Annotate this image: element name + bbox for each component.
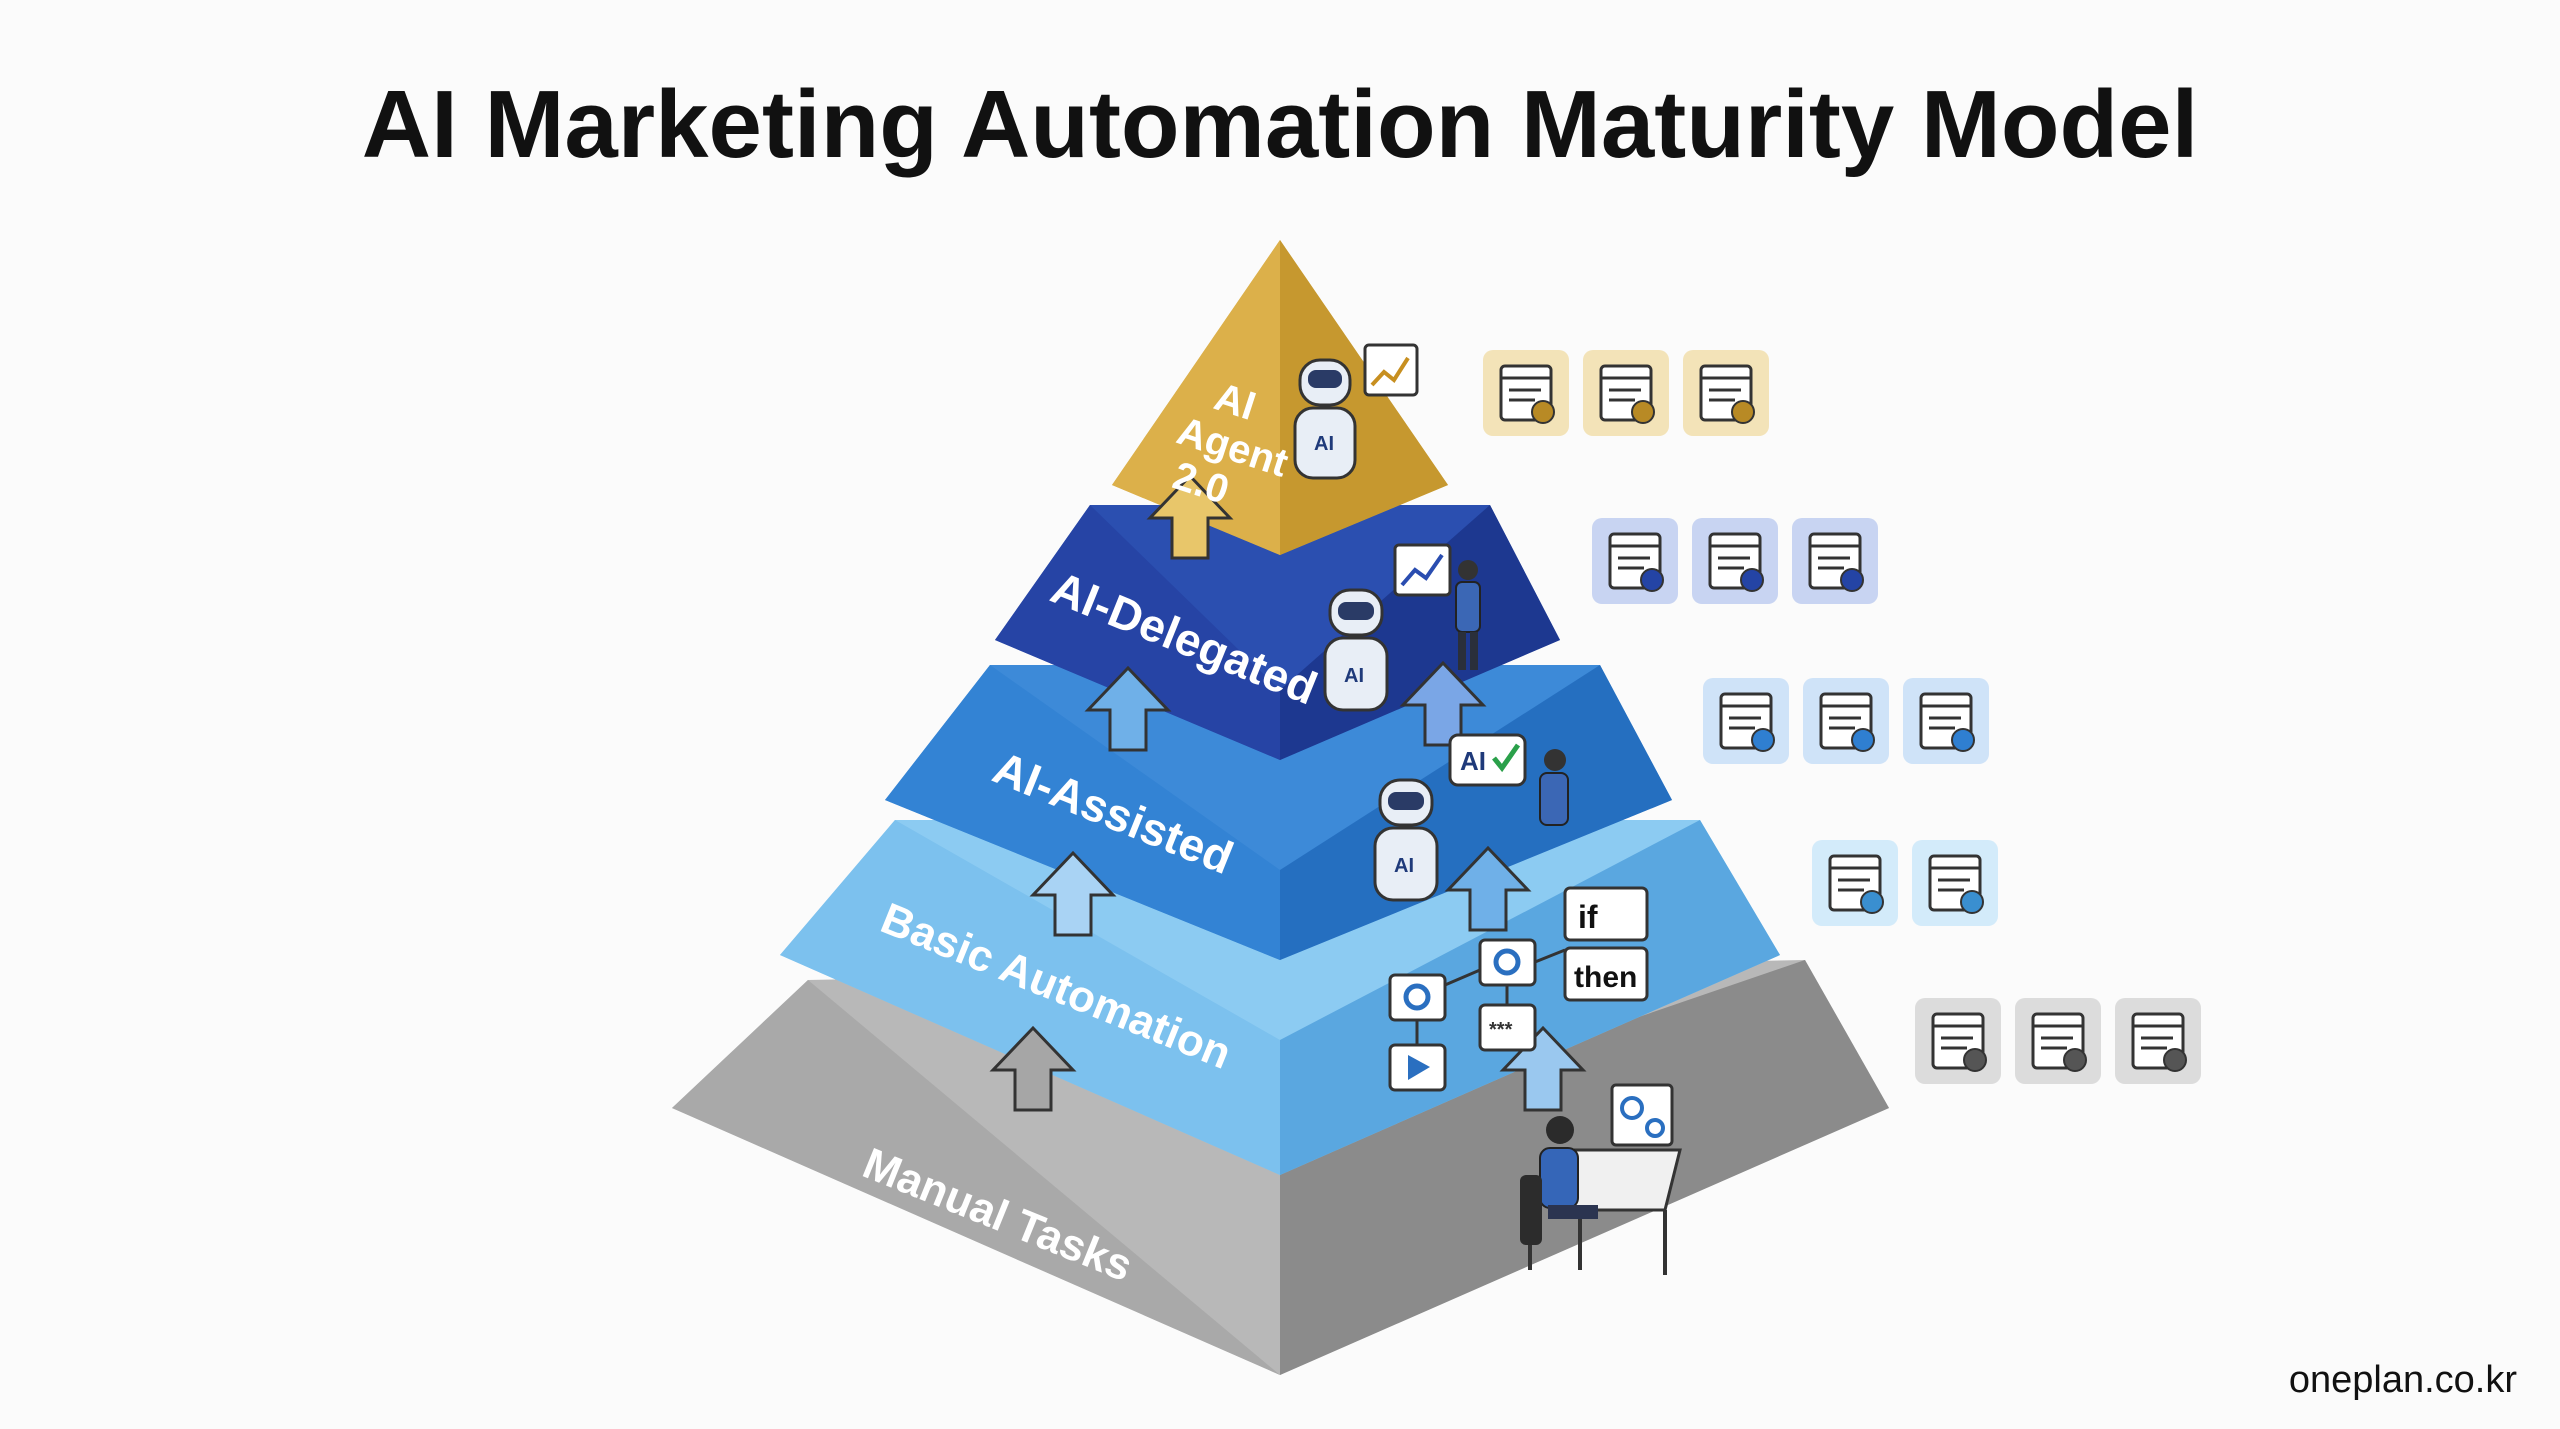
arrow-up-icon	[1444, 845, 1532, 932]
clipboard-pie-icon	[1683, 350, 1769, 436]
if-block-text: if	[1578, 899, 1598, 935]
workflow-blocks-illustration: *** if then	[1388, 886, 1649, 1092]
arrow-up-icon	[1029, 850, 1117, 937]
up-arrows-left	[989, 473, 1234, 1112]
scroll-settings-icon	[1692, 518, 1778, 604]
robot-assistant-illustration: AI AI	[1373, 733, 1569, 902]
checklist-icon	[1912, 840, 1998, 926]
arrow-up-icon	[1146, 473, 1234, 560]
browser-settings-icon	[1703, 678, 1789, 764]
arrow-up-icon	[1084, 665, 1172, 752]
speech-bubble	[1448, 733, 1527, 787]
gear-block-icon	[1388, 973, 1447, 1022]
arrow-up-icon	[989, 1025, 1077, 1112]
checklist-icon	[2115, 998, 2201, 1084]
level-icon-chips	[1483, 350, 2201, 1084]
settings-doc-icon	[1610, 1083, 1674, 1147]
document-edit-icon	[1812, 840, 1898, 926]
person-at-desk-illustration	[1520, 1083, 1682, 1275]
dots-block-text: ***	[1489, 1019, 1513, 1041]
footer-credit: oneplan.co.kr	[2288, 1359, 2517, 1401]
clipboard-check-icon	[1903, 678, 1989, 764]
then-block	[1563, 946, 1649, 1002]
chart-board-icon	[1393, 543, 1452, 597]
page-title: AI Marketing Automation Maturity Model	[361, 71, 2199, 178]
arrow-up-icon	[1499, 1025, 1587, 1112]
checklist-edit-icon	[2015, 998, 2101, 1084]
robot-badge: AI	[1394, 855, 1414, 877]
robot-badge: AI	[1344, 665, 1364, 687]
browser-check-icon	[1915, 998, 2001, 1084]
speech-bubble-text: AI	[1460, 746, 1486, 776]
then-block-text: then	[1574, 961, 1637, 994]
chart-board-icon	[1363, 343, 1419, 397]
robot-presenter-illustration: AI	[1323, 543, 1481, 712]
robot-badge: AI	[1314, 433, 1334, 455]
clipboard-chart-icon	[1792, 518, 1878, 604]
gear-block-icon	[1478, 938, 1537, 987]
workflow-icon	[1803, 678, 1889, 764]
if-block	[1563, 886, 1649, 942]
robot-agent-illustration: AI	[1293, 343, 1419, 480]
checkmark-icon	[1492, 743, 1521, 773]
browser-settings-icon	[1592, 518, 1678, 604]
browser-check-icon	[1483, 350, 1569, 436]
scales-icon	[1583, 350, 1669, 436]
